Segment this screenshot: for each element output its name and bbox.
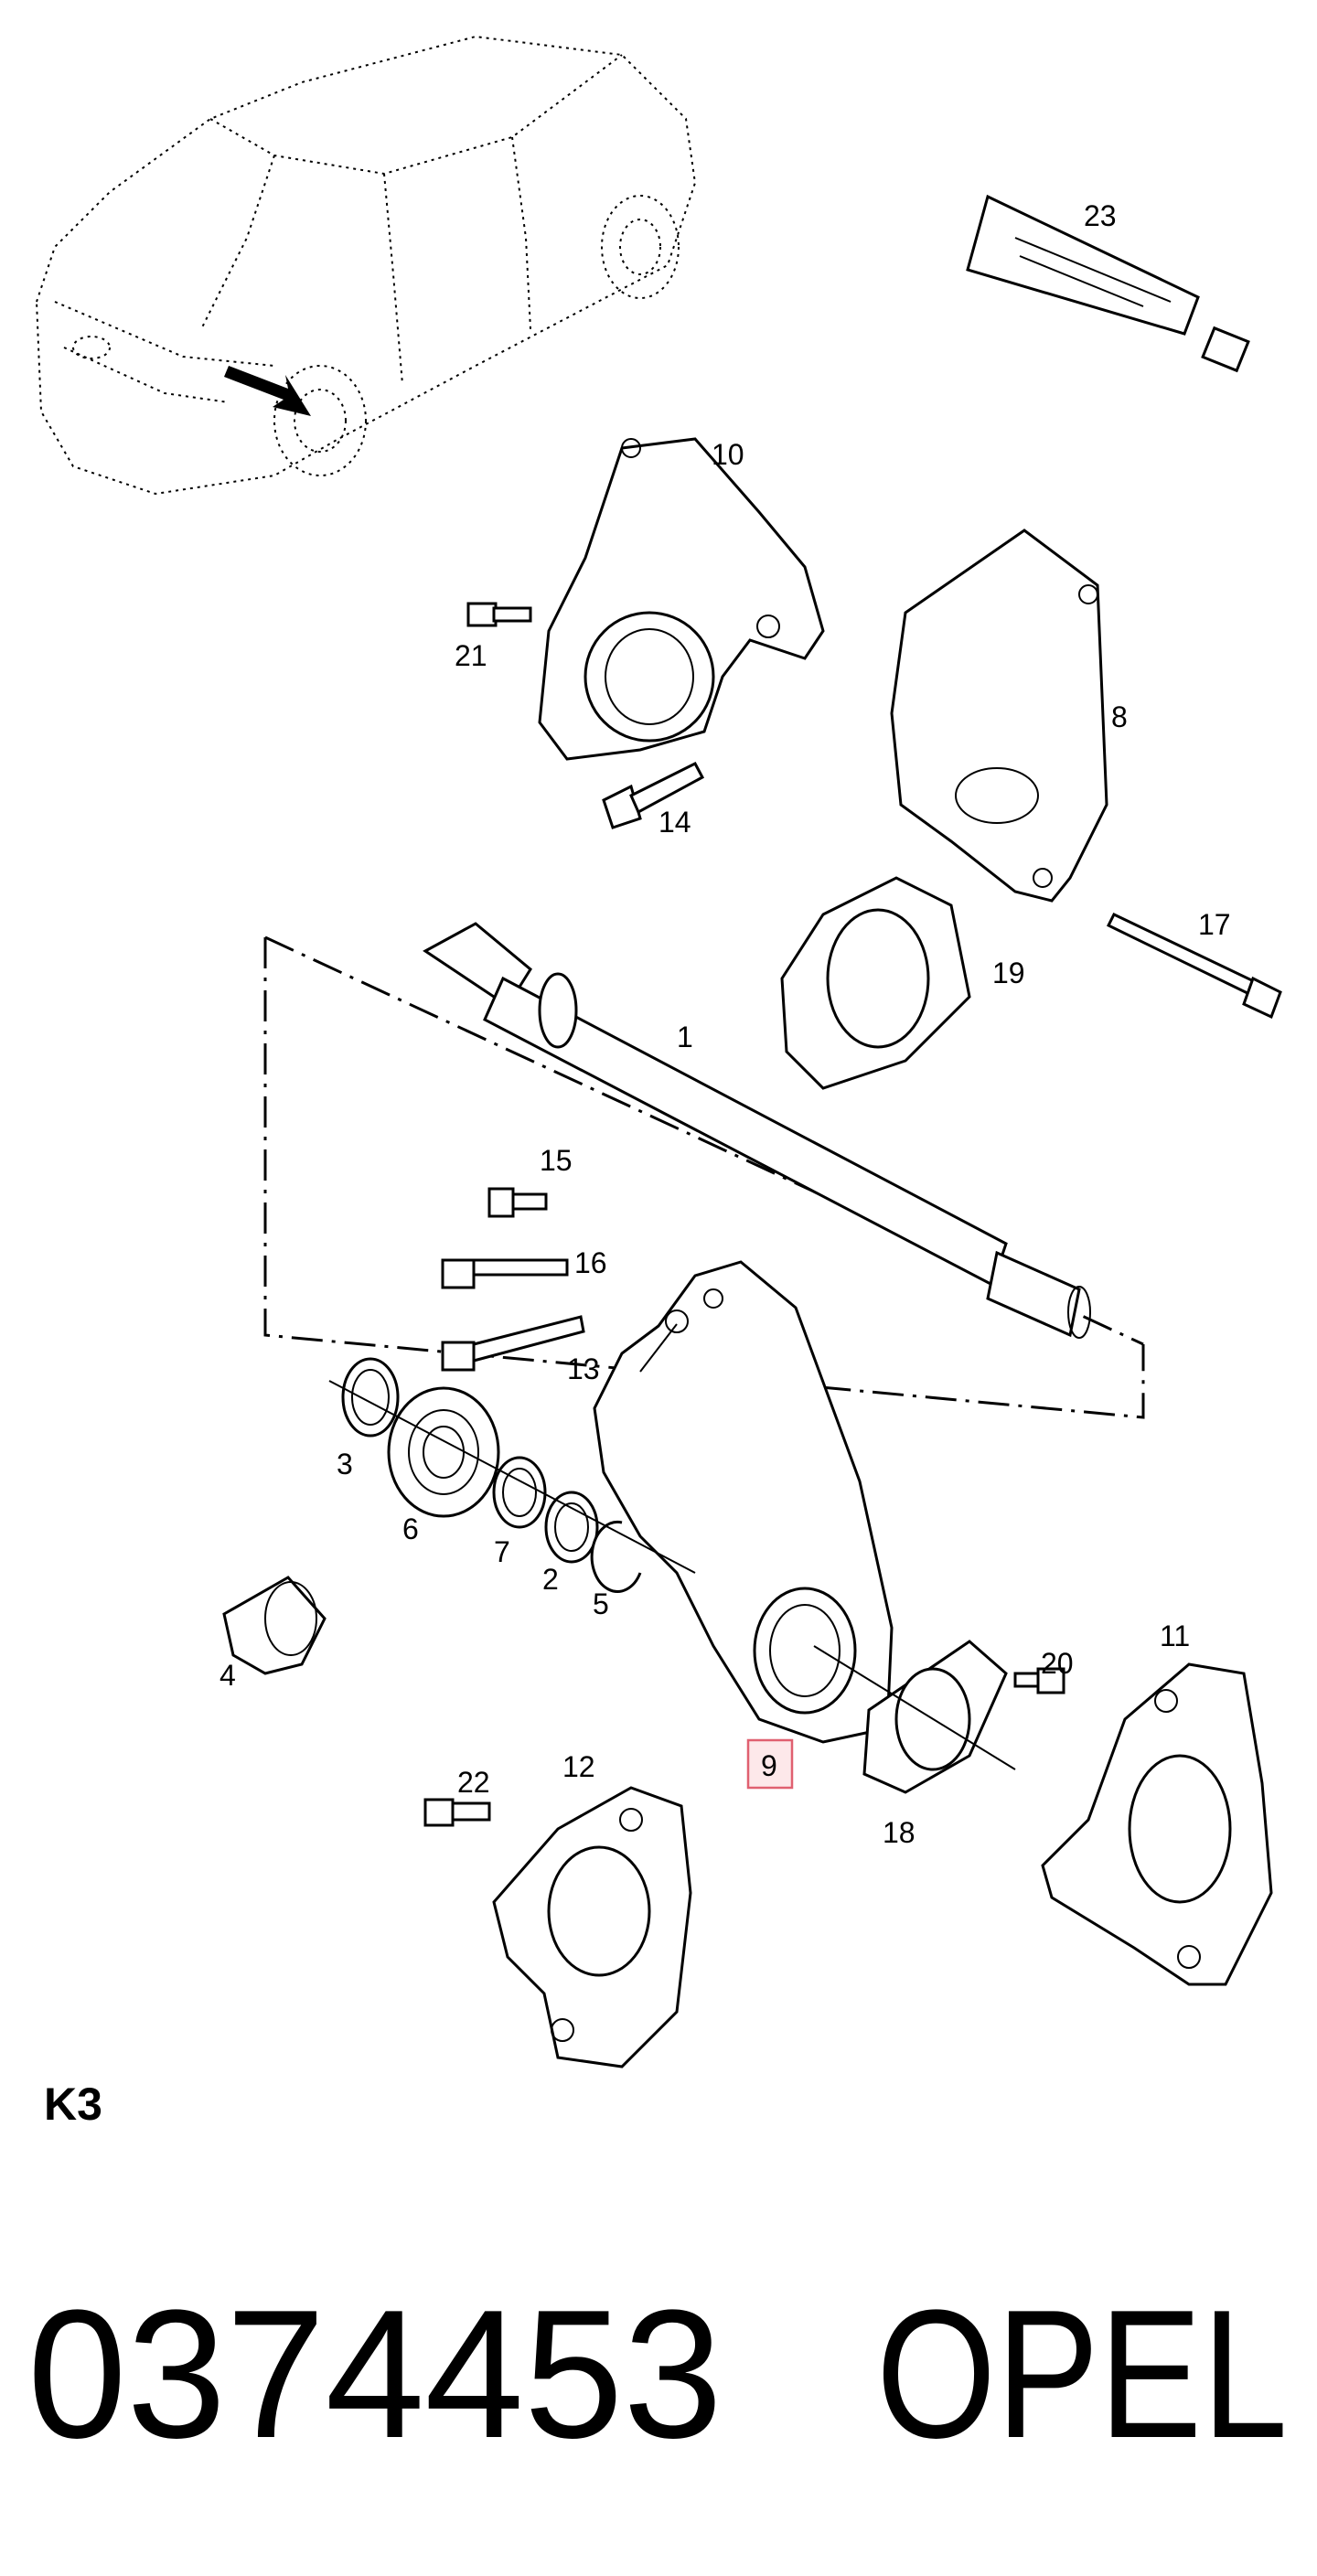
callout-5: 5 xyxy=(593,1587,609,1620)
bolt-22 xyxy=(423,1798,491,1827)
callout-13: 13 xyxy=(567,1352,600,1385)
callout-20: 20 xyxy=(1041,1647,1074,1680)
callout-16: 16 xyxy=(574,1246,607,1279)
gasket-19 xyxy=(780,876,971,1090)
circlip-5 xyxy=(590,1520,642,1593)
part-number: 0374453 xyxy=(27,2272,723,2476)
bearing-6 xyxy=(387,1386,500,1518)
grease-tube-23 xyxy=(966,194,1250,373)
bolt-15 xyxy=(487,1187,548,1218)
callout-23: 23 xyxy=(1084,199,1117,232)
callout-1: 1 xyxy=(677,1021,693,1053)
callout-labels: 1 2 3 4 5 6 7 8 9 10 11 12 13 14 15 16 1… xyxy=(220,199,1231,1849)
housing-9 xyxy=(593,1260,894,1744)
callout-10: 10 xyxy=(712,438,744,471)
drive-shaft-1 xyxy=(423,922,1091,1339)
callout-9: 9 xyxy=(761,1749,777,1782)
callout-6: 6 xyxy=(402,1512,419,1545)
callout-11: 11 xyxy=(1160,1619,1190,1652)
brand-name: OPEL xyxy=(876,2272,1288,2476)
bolt-14 xyxy=(602,762,705,829)
callout-12: 12 xyxy=(562,1750,595,1783)
callout-2: 2 xyxy=(542,1563,559,1596)
callout-7: 7 xyxy=(494,1535,510,1568)
bracket-10 xyxy=(538,437,825,761)
ring-3 xyxy=(341,1357,400,1438)
bolt-21 xyxy=(466,602,532,627)
callout-3: 3 xyxy=(337,1448,353,1480)
leader-lines xyxy=(639,1323,678,1373)
housing-12 xyxy=(492,1786,692,2068)
bolt-16 xyxy=(441,1258,569,1289)
callout-17: 17 xyxy=(1198,908,1231,941)
housing-11 xyxy=(1041,1662,1273,1986)
callout-21: 21 xyxy=(455,639,487,672)
callout-15: 15 xyxy=(540,1144,573,1177)
car-illustration xyxy=(35,35,697,496)
callout-18: 18 xyxy=(883,1816,915,1849)
callout-19: 19 xyxy=(992,957,1025,989)
ring-7 xyxy=(492,1456,547,1529)
callout-8: 8 xyxy=(1111,700,1128,733)
bolt-17 xyxy=(1106,913,1282,1020)
callout-9-highlight xyxy=(746,1738,794,1790)
location-arrow-icon xyxy=(224,366,311,416)
callout-14: 14 xyxy=(658,806,691,839)
sleeve-4 xyxy=(222,1576,327,1675)
bolt-20 xyxy=(1013,1667,1065,1694)
callout-22: 22 xyxy=(457,1766,490,1799)
bolt-13 xyxy=(441,1315,585,1372)
section-label: K3 xyxy=(44,2079,102,2130)
callout-4: 4 xyxy=(220,1659,236,1692)
housing-8 xyxy=(890,529,1108,903)
ring-2 xyxy=(544,1491,599,1564)
